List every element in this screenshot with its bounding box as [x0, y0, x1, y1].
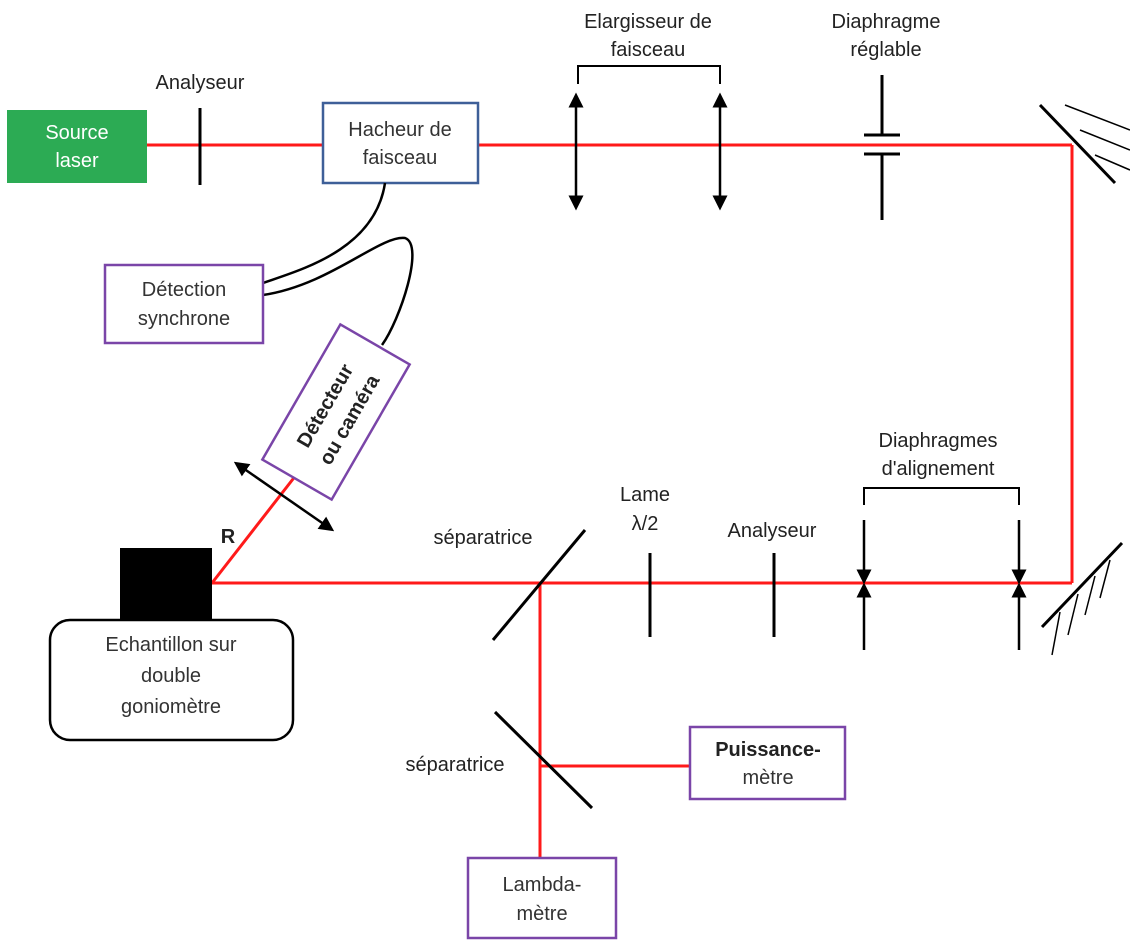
beam-splitter-1: [491, 529, 587, 641]
adjustable-iris: [864, 75, 900, 220]
analyseur-top: Analyseur: [156, 72, 245, 185]
lock-in-label-2: synchrone: [138, 308, 230, 330]
half-wave-plate-label-2: λ/2: [632, 513, 659, 535]
beam-splitter-1-label: séparatrice: [434, 527, 533, 549]
expander-label-2: faisceau: [611, 39, 686, 61]
laser-source-label-1: Source: [45, 122, 108, 144]
wavemeter: Lambda- mètre: [466, 856, 618, 940]
sample-label-2: double: [141, 665, 201, 687]
alignment-irises: [856, 487, 1027, 650]
power-meter-label-2: mètre: [742, 767, 793, 789]
lock-in-detection: Détection synchrone: [103, 263, 265, 345]
wavemeter-label-2: mètre: [516, 903, 567, 925]
beam-chopper-label-1: Hacheur de: [348, 119, 451, 141]
sample-goniometer: Echantillon sur double goniomètre: [48, 548, 295, 742]
analyseur-bottom-label: Analyseur: [728, 520, 817, 542]
half-wave-plate-label-1: Lame: [620, 484, 670, 506]
detector-translation-arrow: [233, 461, 335, 532]
beam-expander: Elargisseur de faisceau: [568, 11, 728, 211]
laser-beam: [147, 143, 1074, 858]
reflection-marker: R: [221, 526, 236, 548]
analyseur-top-label: Analyseur: [156, 72, 245, 94]
beam-splitter-2-label: séparatrice: [406, 754, 505, 776]
beam-splitter-2: [493, 710, 594, 810]
laser-source: Source laser: [7, 110, 147, 183]
sample-label-1: Echantillon sur: [105, 634, 237, 656]
adjustable-iris-label-1: Diaphragme: [832, 11, 941, 33]
laser-source-label-2: laser: [55, 150, 99, 172]
expander-label-1: Elargisseur de: [584, 11, 712, 33]
power-meter-label-1: Puissance-: [715, 739, 821, 761]
beam-chopper-label-2: faisceau: [363, 147, 438, 169]
wavemeter-label-1: Lambda-: [503, 874, 582, 896]
power-meter: Puissance- mètre: [688, 725, 847, 801]
alignment-irises-label-1: Diaphragmes: [879, 430, 998, 452]
mirror-top: [1038, 103, 1130, 185]
mirror-bottom: [1040, 541, 1124, 656]
lock-in-label-1: Détection: [142, 279, 227, 301]
detector-camera: Détecteur ou caméra: [260, 322, 412, 502]
alignment-irises-label-2: d'alignement: [882, 458, 995, 480]
signal-cables: [262, 182, 414, 346]
beam-chopper: Hacheur de faisceau: [321, 101, 480, 185]
adjustable-iris-label-2: réglable: [850, 39, 921, 61]
sample-label-3: goniomètre: [121, 696, 221, 718]
